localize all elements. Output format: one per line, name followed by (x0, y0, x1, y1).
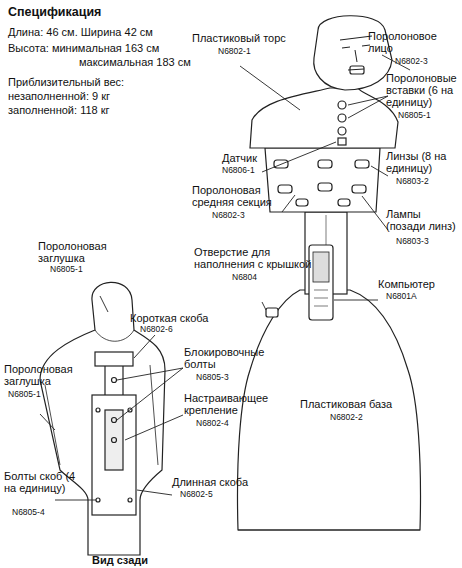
spec-line: максимальная 183 см (79, 56, 191, 68)
part-name: Блокировочные болты (184, 346, 260, 370)
spec-line: Длина: 46 см. Ширина 42 см (8, 26, 153, 38)
spec-line: Высота: минимальная 163 см (8, 42, 159, 54)
part-number: N6802-1 (218, 46, 251, 56)
spec-line: заполненной: 118 кг (8, 104, 110, 116)
part-name: Поролоновая заглушка (38, 240, 118, 264)
part-name: Пластиковый торс (192, 32, 286, 44)
part-number: N6802-5 (180, 489, 213, 499)
part-number: N6802-3 (212, 210, 245, 220)
part-number: N6805-3 (196, 372, 229, 382)
part-name: Поролоновая заглушка (4, 363, 82, 387)
part-number: N6805-1 (8, 389, 41, 399)
view-caption: Вид сзади (92, 554, 148, 566)
part-number: N6801A (386, 291, 417, 301)
part-name: Поролоновая средняя секция (192, 184, 280, 208)
spec-line: незаполненной: 9 кг (8, 90, 110, 102)
part-name: Поролоновые вставки (6 на единицу) (386, 72, 458, 108)
part-name: Болты скоб (4 на единицу) (4, 470, 84, 494)
part-name: Датчик (222, 152, 257, 164)
spec-line: Приблизительный вес: (8, 76, 124, 88)
part-number: N6806-1 (222, 165, 255, 175)
part-name: Отверстие для наполнения с крышкой (194, 246, 312, 270)
part-number: N6804 (232, 272, 257, 282)
spec-heading: Спецификация (8, 6, 101, 18)
part-name: Короткая скоба (130, 312, 208, 324)
part-name: Поролоновое лицо (368, 30, 458, 54)
part-number: N6802-6 (140, 324, 173, 334)
part-name: Компьютер (378, 278, 435, 290)
part-number: N6802-3 (395, 56, 428, 66)
part-number: N6803-2 (396, 176, 429, 186)
part-number: N6802-2 (330, 412, 363, 422)
part-name: Пластиковая база (300, 398, 392, 410)
part-name: Длинная скоба (172, 476, 248, 488)
part-number: N6805-1 (50, 264, 83, 274)
part-name: Линзы (8 на единицу) (386, 150, 456, 174)
part-number: N6805-4 (12, 507, 45, 517)
part-name: Лампы (позади линз) (386, 208, 456, 232)
part-name: Настраивающее крепление (184, 392, 268, 416)
part-number: N6802-4 (196, 418, 229, 428)
part-number: N6803-3 (396, 236, 429, 246)
part-number: N6805-1 (398, 110, 431, 120)
